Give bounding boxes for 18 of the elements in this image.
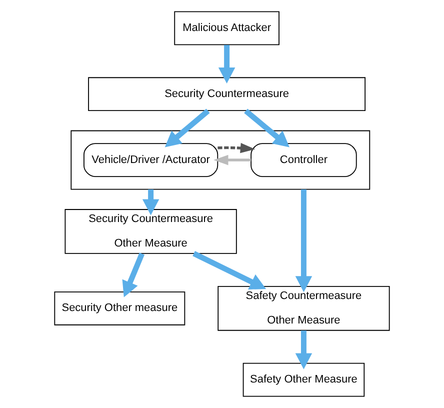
arrow — [122, 252, 144, 298]
arrow — [218, 44, 236, 84]
node-box: Security Other measure — [54, 291, 186, 326]
node-box: Malicious Attacker — [174, 11, 280, 46]
arrow — [295, 189, 312, 292]
arrow — [142, 189, 160, 216]
arrow — [295, 330, 312, 370]
node-box: Controller — [250, 143, 357, 177]
node-box: Security Countermeasure Other Measure — [64, 209, 237, 254]
arrow — [218, 142, 256, 154]
node-box: Vehicle/Driver /Acturator — [84, 143, 218, 177]
node-box: Safety Countermeasure Other Measure — [218, 286, 390, 331]
arrow — [214, 154, 251, 166]
arrow — [192, 251, 266, 290]
arrow — [164, 108, 210, 148]
node-box: Security Countermeasure — [88, 77, 366, 112]
arrow — [244, 108, 290, 148]
node-box: Safety Other Measure — [242, 362, 365, 397]
